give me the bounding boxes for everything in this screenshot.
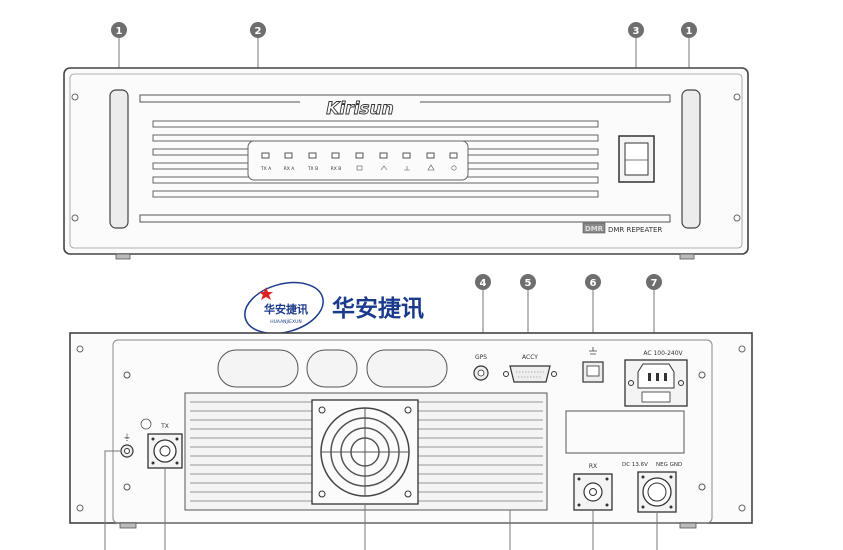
model-badge: DMR DMR REPEATER (582, 222, 662, 234)
callout-2: 2 (250, 22, 266, 38)
gps-label: GPS (475, 354, 487, 361)
accy-port[interactable]: ACCY (503, 354, 557, 383)
led-row: TX A RX A TX B RX B (260, 152, 458, 172)
cooling-fan (311, 399, 419, 550)
svg-text:2: 2 (255, 26, 262, 37)
led-indicator (402, 152, 411, 159)
mode-icon (356, 165, 363, 171)
accy-label: ACCY (522, 354, 538, 361)
svg-text:3: 3 (633, 26, 640, 37)
right-handle[interactable] (681, 89, 701, 229)
model-text: DMR REPEATER (608, 226, 662, 234)
network-icon (589, 347, 597, 355)
signal-icon (380, 165, 388, 171)
rx-connector[interactable]: RX (573, 463, 613, 550)
callout-4: 4 (475, 274, 491, 290)
svg-text:DMR: DMR (585, 225, 604, 233)
dc-connector[interactable]: DC 13.6V NEG GND (622, 462, 682, 550)
rear-panel: 4 5 6 7 (69, 274, 753, 550)
callout-1-left: 1 (111, 22, 127, 38)
callout-6: 6 (585, 274, 601, 290)
svg-text:5: 5 (525, 278, 532, 289)
logo-subtext: HUAANJIEXUN (270, 319, 302, 325)
svg-text:⏚: ⏚ (123, 433, 131, 442)
tx-label: TX (160, 423, 169, 430)
led-indicator (308, 152, 317, 159)
neg-gnd-label: NEG GND (656, 462, 682, 468)
svg-text:7: 7 (651, 278, 658, 289)
ethernet-port[interactable] (582, 347, 604, 383)
led-label: TX A (260, 166, 272, 172)
led-indicator (355, 152, 364, 159)
network-icon (404, 166, 410, 171)
front-panel: 1 2 3 1 (63, 22, 749, 260)
left-handle[interactable] (109, 89, 129, 229)
label-plate (565, 410, 685, 454)
ground-terminal[interactable]: ⏚ (104, 433, 134, 550)
led-label: TX B (307, 166, 318, 172)
gps-connector[interactable]: GPS (473, 354, 489, 381)
tx-connector[interactable]: TX (140, 418, 183, 550)
svg-text:6: 6 (590, 278, 597, 289)
led-indicator (284, 152, 293, 159)
logo-orbit (244, 281, 324, 335)
led-indicator (261, 152, 270, 159)
svg-text:4: 4 (480, 278, 487, 289)
star-icon (259, 287, 273, 300)
logo-text: 华安捷讯 (264, 302, 308, 316)
warning-icon (427, 164, 435, 171)
led-label: RX B (331, 166, 342, 172)
callout-5: 5 (520, 274, 536, 290)
ac-inlet[interactable]: AC 100-240V (624, 350, 688, 407)
led-indicator (426, 152, 435, 159)
led-indicator (379, 152, 388, 159)
brand-logo: Kirisun (326, 99, 394, 119)
dc-label: DC 13.6V (622, 462, 648, 468)
watermark: 华安捷讯 HUAANJIEXUN 华安捷讯 (244, 281, 424, 335)
power-icon (451, 165, 457, 171)
watermark-text: 华安捷讯 (332, 295, 424, 322)
led-label: RX A (284, 166, 296, 172)
callout-3: 3 (628, 22, 644, 38)
ac-label: AC 100-240V (643, 350, 683, 357)
power-switch[interactable] (618, 135, 655, 183)
svg-text:1: 1 (116, 26, 123, 37)
callout-1-right: 1 (681, 22, 697, 38)
callout-7: 7 (646, 274, 662, 290)
rx-label: RX (589, 463, 597, 470)
led-indicator (449, 152, 458, 159)
svg-text:1: 1 (686, 26, 693, 37)
led-indicator (331, 152, 340, 159)
